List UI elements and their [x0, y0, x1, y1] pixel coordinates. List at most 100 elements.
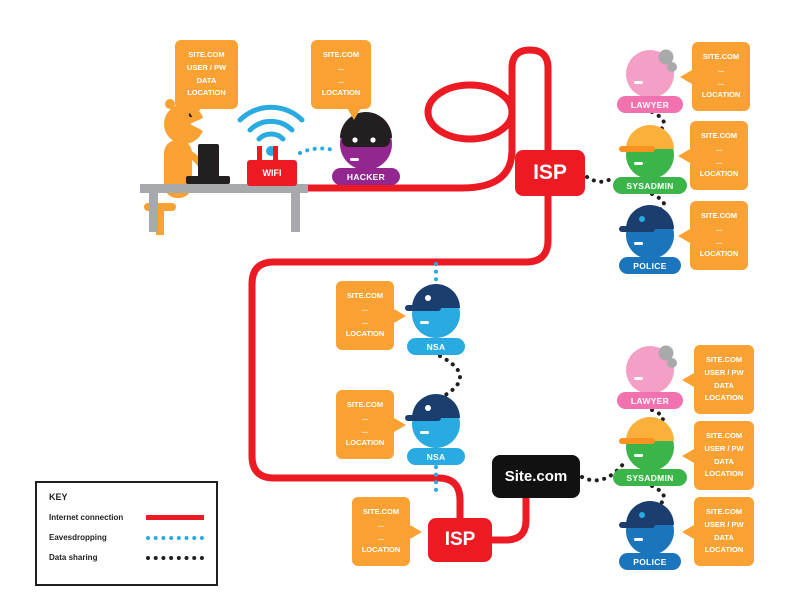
bubble-tail [678, 148, 690, 163]
bubble-line: LOCATION [699, 169, 739, 179]
police-top-banner: POLICE [619, 257, 681, 274]
lawyer-top-figure [626, 49, 677, 98]
bubble-line: ... [715, 143, 723, 153]
bubble-line: ... [377, 532, 385, 542]
bubble-line: SITE.COM [705, 431, 743, 440]
nsa-cap-brim [405, 305, 441, 311]
wifi-antenna-left [257, 146, 262, 161]
dotted-line-swatch-black [146, 555, 204, 560]
wifi-router-box: WIFI [247, 160, 297, 186]
data-bubble-lawyer-bottom: SITE.COM USER / PW DATA LOCATION [682, 345, 754, 414]
sysadmin-cap [626, 125, 674, 149]
data-bubble-isp-bottom: SITE.COM ... ... LOCATION [352, 497, 422, 566]
police-top-figure [619, 205, 674, 259]
internet-line-isp-to-isp2 [248, 194, 552, 520]
solid-line-swatch [146, 515, 204, 520]
data-bubble-nsa-top: SITE.COM ... ... LOCATION [336, 281, 406, 350]
bubble-line: ... [361, 303, 369, 313]
police-cap [626, 205, 674, 229]
data-bubble-police-top: SITE.COM ... ... LOCATION [678, 201, 748, 270]
isp-label: ISP [533, 161, 567, 184]
bubble-line: ... [715, 223, 723, 233]
lawyer-mouth [634, 377, 643, 380]
bubble-line: SITE.COM [705, 507, 743, 516]
sysadmin-cap-brim [619, 438, 655, 444]
bubble-line: LOCATION [699, 249, 739, 259]
lawyer-wig-curl-1 [658, 49, 674, 65]
dotted-line-swatch-cyan [146, 535, 204, 540]
legend-box: KEY Internet connection Eavesdropping Da… [35, 481, 218, 586]
sysadmin-bottom-figure [619, 417, 674, 471]
bubble-line: USER / PW [704, 519, 744, 529]
bubble-line: LOCATION [345, 329, 385, 339]
data-sharing-sysadmin-police-top [650, 192, 666, 214]
bubble-line: ... [715, 156, 723, 166]
data-bubble-user: SITE.COM USER / PW DATA LOCATION [175, 40, 238, 120]
nsa-mouth [420, 321, 429, 324]
bubble-line: SITE.COM [322, 50, 360, 59]
bubble-line: USER / PW [704, 443, 744, 453]
bubble-tail [394, 417, 406, 432]
eavesdropping-line-wifi-hacker [298, 146, 339, 155]
bubble-line: ... [361, 316, 369, 326]
police-bottom-figure [619, 501, 674, 555]
police-badge [639, 512, 645, 518]
bubble-line: LOCATION [361, 545, 401, 555]
bubble-line: ... [377, 519, 385, 529]
bubble-line: USER / PW [704, 367, 744, 377]
bubble-line: ... [361, 412, 369, 422]
bubble-line: SITE.COM [700, 211, 738, 220]
hacker-mouth [350, 158, 359, 161]
user-mouth [190, 117, 205, 132]
nsa-cap [412, 284, 460, 308]
legend-row-eavesdropping: Eavesdropping [49, 533, 204, 542]
bubble-line: LOCATION [704, 545, 744, 555]
nsa-cap [412, 394, 460, 418]
data-sharing-nsa-nsa [438, 354, 462, 400]
bubble-tail [394, 308, 406, 323]
lawyer-bottom-figure [626, 345, 677, 394]
bubble-line: LOCATION [701, 90, 741, 100]
bubble-tail [682, 524, 694, 539]
bubble-line: USER / PW [186, 62, 227, 72]
internet-connection-lines [210, 46, 552, 544]
sysadmin-label: SYSADMIN [626, 472, 674, 483]
hacker-eye-right [370, 137, 376, 143]
user-hair-curl [165, 99, 175, 109]
hacker-banner: HACKER [332, 168, 400, 185]
nsa-mouth [420, 431, 429, 434]
bubble-tail [682, 448, 694, 463]
bubble-line: ... [361, 425, 369, 435]
wifi-arc-large [237, 104, 305, 123]
lawyer-top-banner: LAWYER [617, 96, 683, 113]
data-bubble-hacker: SITE.COM ... ... LOCATION [311, 40, 371, 120]
wifi-antenna-right [273, 146, 278, 161]
hacker-label: HACKER [346, 171, 386, 182]
lawyer-label: LAWYER [630, 99, 670, 110]
bubble-line: SITE.COM [702, 52, 740, 61]
police-bottom-banner: POLICE [619, 553, 681, 570]
wifi-label: WIFI [262, 168, 282, 178]
nsa-cap-brim [405, 415, 441, 421]
police-label: POLICE [633, 260, 667, 271]
bubble-line: SITE.COM [188, 50, 225, 59]
data-bubble-sysadmin-bottom: SITE.COM USER / PW DATA LOCATION [682, 421, 754, 490]
police-mouth [634, 242, 643, 245]
lawyer-mouth [634, 81, 643, 84]
desk-leg-left [149, 193, 158, 232]
bubble-line: SITE.COM [362, 507, 400, 516]
nsa-badge [425, 405, 431, 411]
bubble-tail [678, 228, 690, 243]
nsa-top-banner: NSA [407, 338, 465, 355]
stool-leg [156, 211, 164, 235]
police-mouth [634, 538, 643, 541]
bubble-line: LOCATION [321, 88, 361, 98]
legend-label: Internet connection [49, 513, 124, 522]
police-label: POLICE [633, 556, 667, 567]
bubble-tail [187, 108, 201, 120]
data-bubble-lawyer-top: SITE.COM ... ... LOCATION [680, 42, 750, 111]
nsa-badge [425, 295, 431, 301]
internet-line-isp2-to-site [490, 498, 530, 544]
bubble-line: DATA [714, 532, 734, 542]
